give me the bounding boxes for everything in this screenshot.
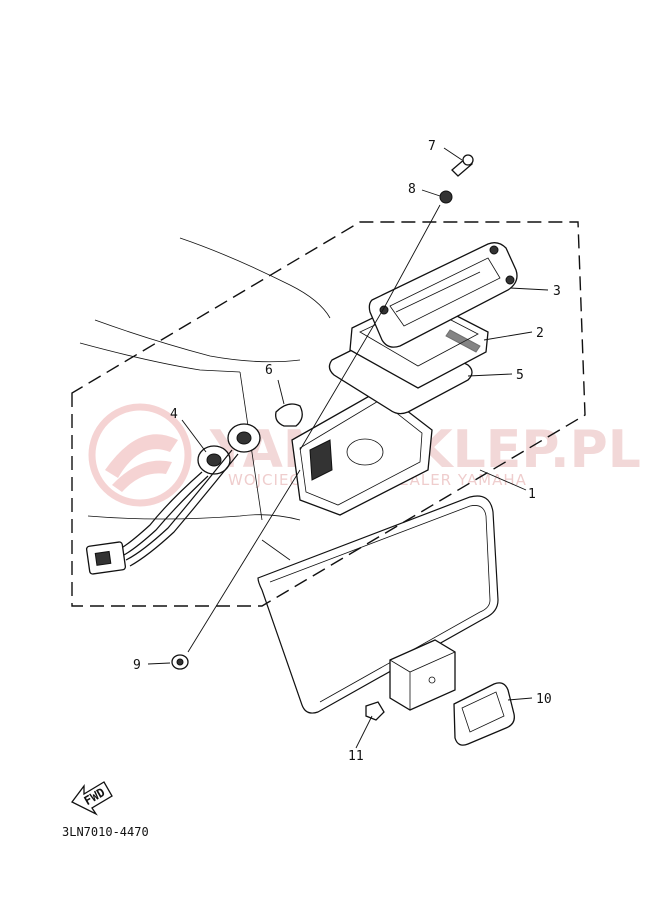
callout-9: 9 [133, 658, 141, 673]
callout-3: 3 [553, 284, 561, 299]
watermark-logo [88, 403, 192, 507]
callout-4: 4 [170, 407, 178, 422]
nut-bottom [365, 701, 385, 721]
reflector-bracket [389, 639, 456, 711]
lens-frame [368, 242, 518, 348]
socket-wire-harness [85, 423, 261, 575]
callout-2: 2 [536, 326, 544, 341]
body-outline [79, 237, 331, 521]
assembly-boundary [71, 221, 586, 607]
callout-labels: 7 8 3 2 5 6 4 1 9 10 11 [133, 139, 561, 764]
nut-top [439, 190, 453, 204]
screw [451, 154, 474, 177]
callout-10: 10 [536, 692, 552, 707]
tail-light-housing [291, 389, 433, 516]
license-plate [257, 495, 499, 714]
callout-6: 6 [265, 363, 273, 378]
callout-1: 1 [528, 487, 536, 502]
callout-11: 11 [348, 749, 364, 764]
leader-lines [147, 147, 549, 749]
callout-8: 8 [408, 182, 416, 197]
callout-5: 5 [516, 368, 524, 383]
callout-7: 7 [428, 139, 436, 154]
bulb [275, 403, 303, 427]
diagram-code: 3LN7010-4470 [62, 825, 149, 839]
grommet [171, 654, 189, 670]
reflector [453, 682, 515, 746]
forward-arrow-icon: FWD [71, 781, 113, 816]
